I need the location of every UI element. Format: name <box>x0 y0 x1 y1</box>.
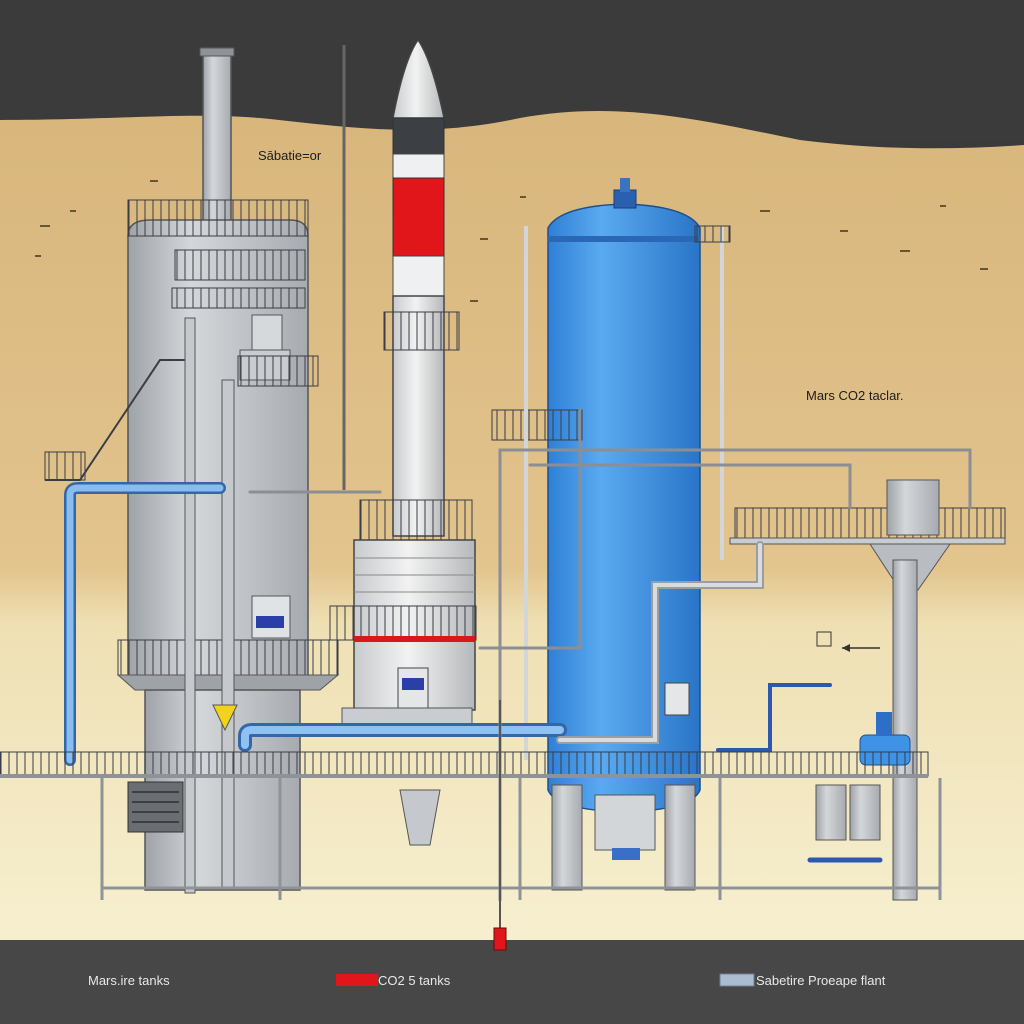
legend: Mars.ire tanks CO2 5 tanks Sabetire Proe… <box>88 973 886 988</box>
legend-label-sabatier-plant: Sabetire Proeape flant <box>756 973 886 988</box>
ground-strip <box>0 940 1024 1024</box>
pipe-network <box>64 408 972 902</box>
legend-swatch-steel <box>719 973 755 987</box>
rocket-column <box>329 38 477 846</box>
legend-label-co2-tanks: CO2 5 tanks <box>378 973 451 988</box>
legend-item-sabatier-plant: Sabetire Proeape flant <box>719 973 886 988</box>
legend-label-mars-tanks: Mars.ire tanks <box>88 973 170 988</box>
legend-item-co2-tanks: CO2 5 tanks <box>336 973 451 988</box>
co2-tank-label: Mars CO2 taclar. <box>806 388 904 403</box>
legend-swatch-red <box>336 974 378 986</box>
main-walkway <box>0 700 942 951</box>
legend-item-mars-tanks: Mars.ire tanks <box>88 973 170 988</box>
sand-speckles <box>35 180 988 302</box>
gray-reactor-tower <box>44 47 340 894</box>
sabatier-reactor-label: Sābatie=or <box>258 148 322 163</box>
right-platform <box>664 479 1006 901</box>
blue-co2-tank <box>491 178 731 891</box>
